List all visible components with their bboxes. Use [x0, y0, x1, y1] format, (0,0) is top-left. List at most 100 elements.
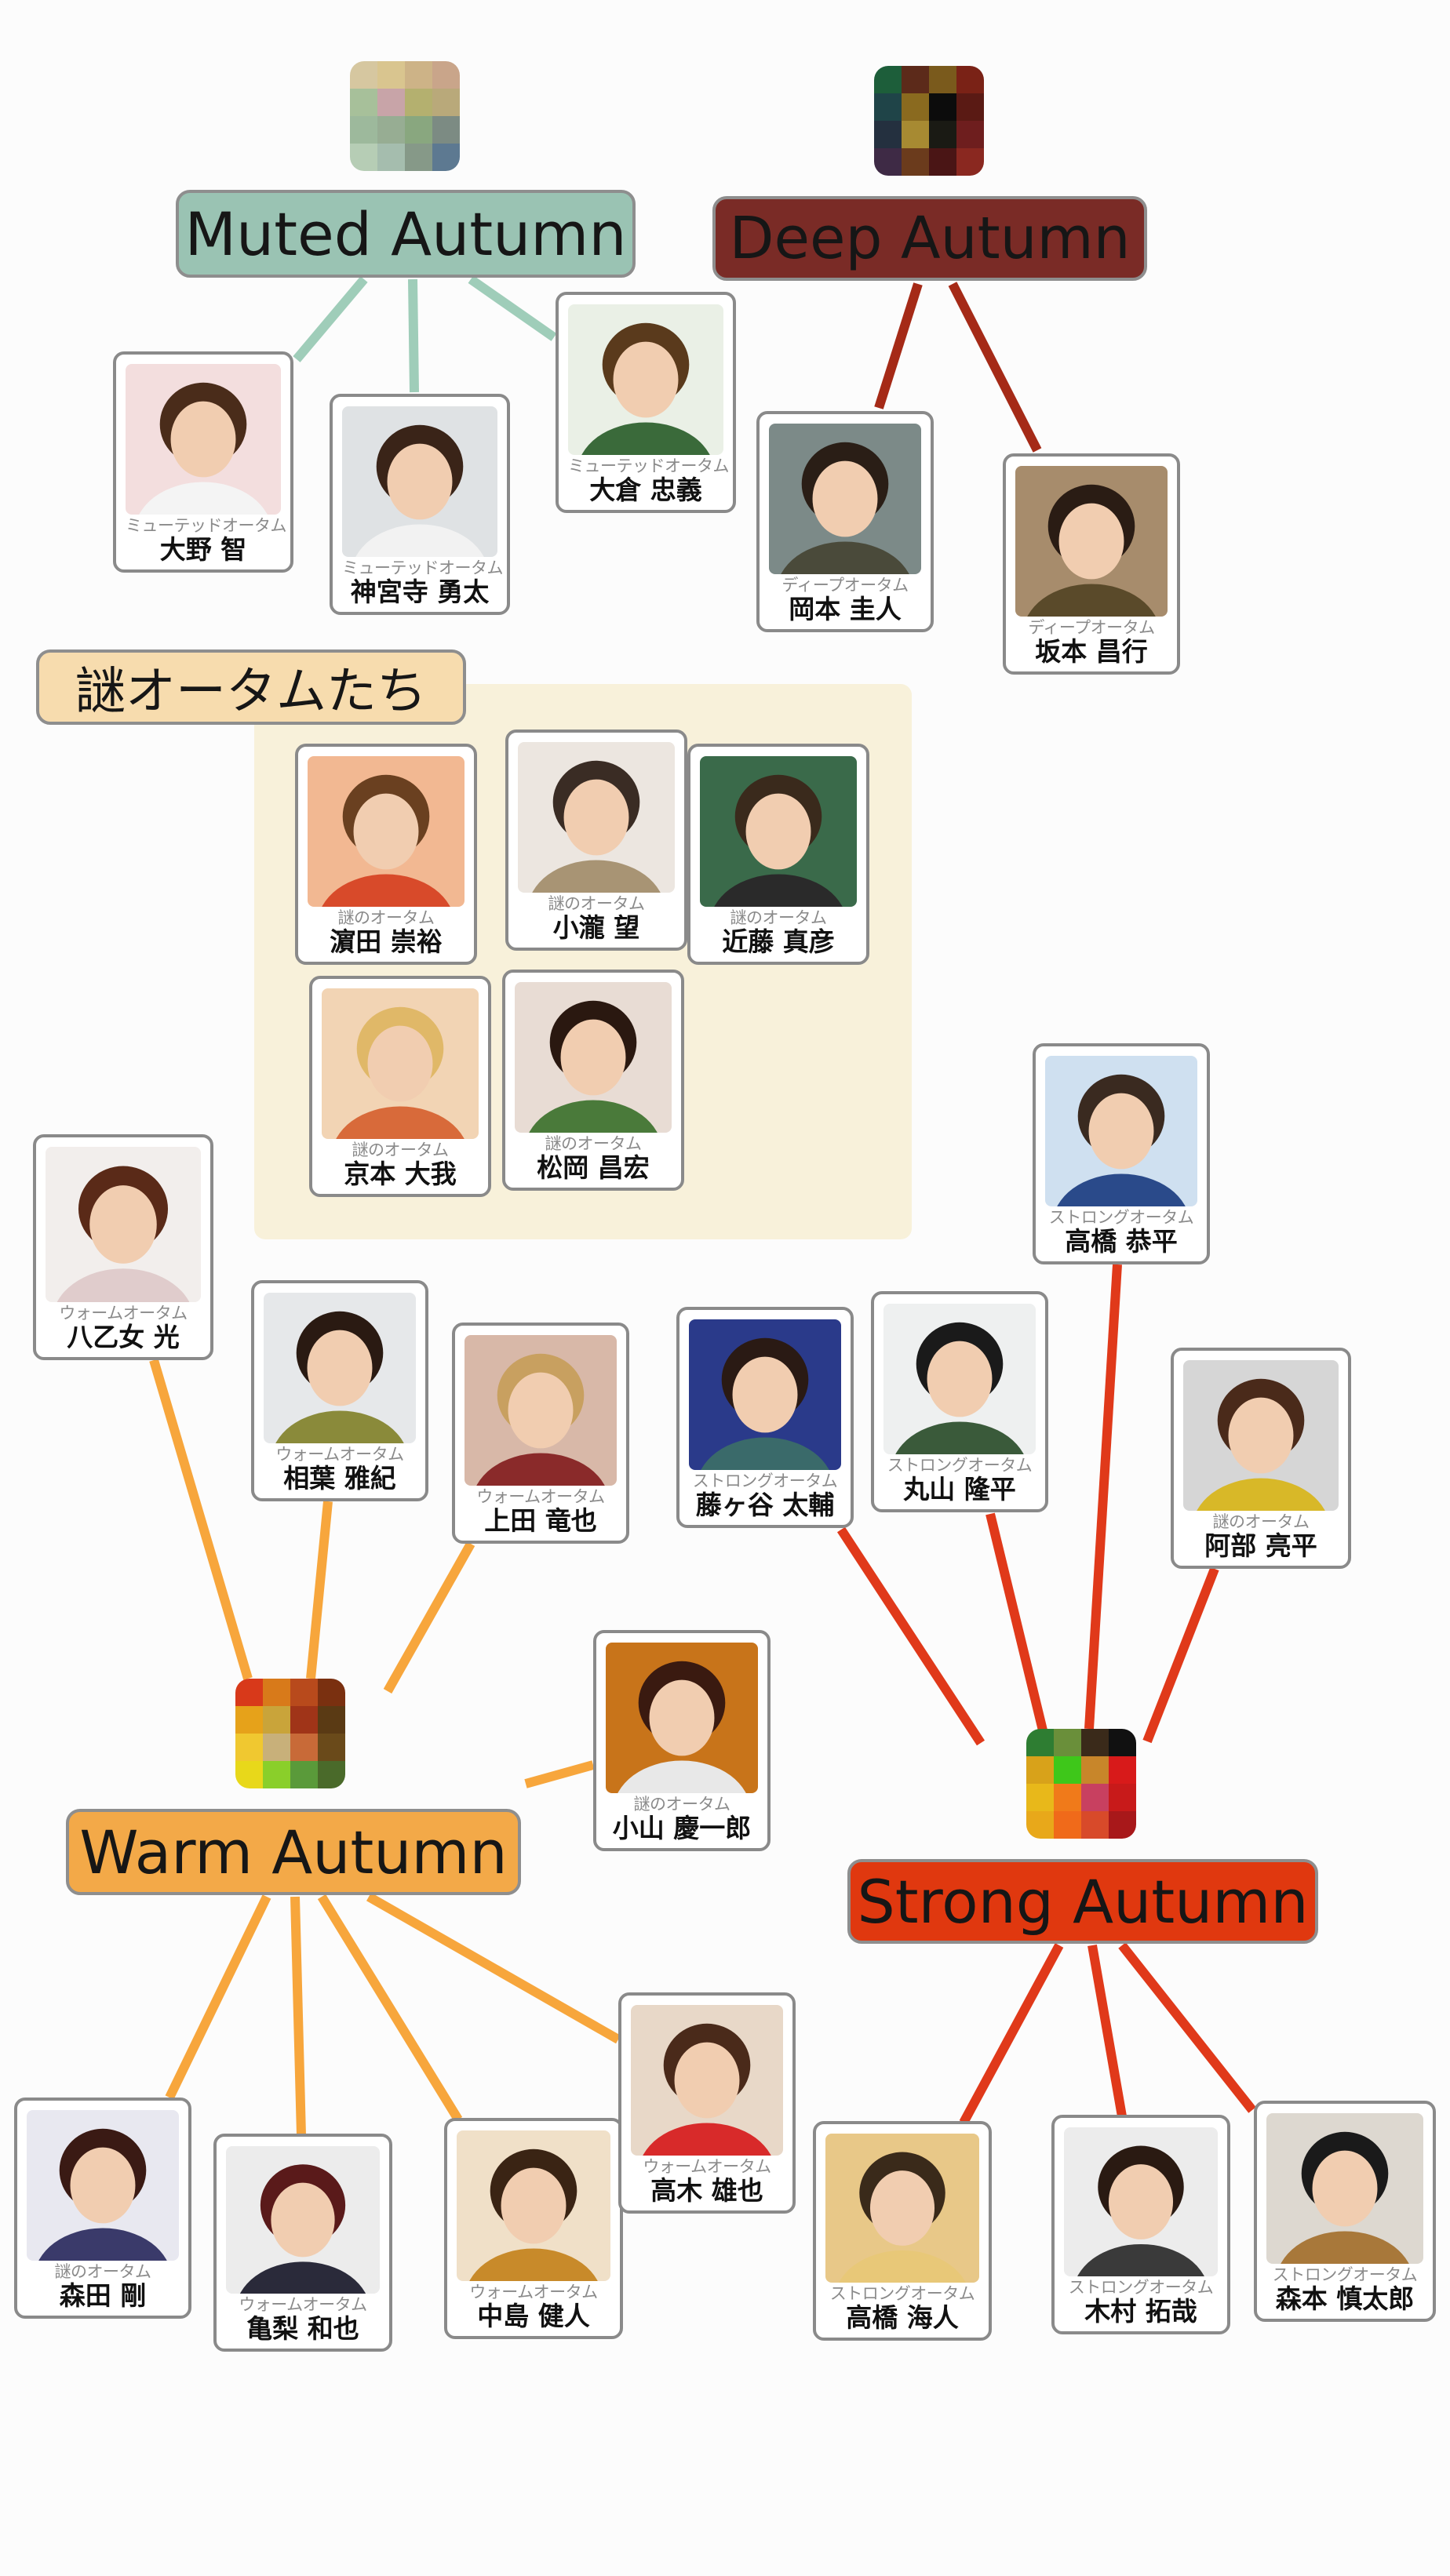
member-card: ウォームオータム中島 健人	[444, 2118, 623, 2339]
strong-autumn-label: Strong Autumn	[847, 1859, 1318, 1944]
member-card: ウォームオータム亀梨 和也	[213, 2134, 392, 2352]
member-name: 相葉 雅紀	[283, 1463, 396, 1494]
swatch-cell	[318, 1706, 345, 1734]
member-card: 謎のオータム近藤 真彦	[687, 744, 869, 965]
warm-connector	[165, 1894, 271, 2100]
swatch-cell	[874, 121, 902, 148]
member-photo	[568, 304, 723, 455]
swatch-cell	[290, 1706, 318, 1734]
strong-connector	[959, 1943, 1064, 2125]
swatch-cell	[929, 121, 956, 148]
portrait-icon	[1197, 1378, 1325, 1511]
strong-connector	[836, 1526, 985, 1746]
member-photo	[46, 1147, 201, 1302]
member-photo	[1015, 466, 1168, 617]
member-name: 濵田 崇裕	[330, 926, 443, 957]
portrait-icon	[469, 2148, 598, 2281]
member-card: ディープオータム岡本 圭人	[756, 411, 934, 632]
strong-autumn-swatch	[1026, 1729, 1136, 1839]
member-card: ミューテッドオータム大倉 忠義	[556, 292, 736, 513]
swatch-cell	[902, 93, 929, 121]
swatch-cell	[350, 144, 377, 171]
swatch-cell	[1109, 1811, 1136, 1839]
portrait-icon	[38, 2128, 167, 2261]
swatch-cell	[405, 89, 432, 116]
swatch-cell	[956, 121, 984, 148]
member-caption: ストロングオータム	[829, 2284, 975, 2303]
muted-connector	[408, 278, 419, 393]
member-photo	[1045, 1056, 1197, 1206]
member-name: 亀梨 和也	[246, 2313, 359, 2344]
swatch-cell	[350, 89, 377, 116]
swatch-cell	[377, 116, 405, 144]
swatch-cell	[432, 61, 460, 89]
member-name: 坂本 昌行	[1035, 636, 1148, 667]
member-photo	[465, 1335, 617, 1486]
muted-connector	[293, 276, 368, 362]
portrait-icon	[618, 1661, 746, 1793]
member-caption: 謎のオータム	[1212, 1512, 1310, 1531]
warm-connector	[149, 1359, 253, 1680]
member-name: 小山 慶一郎	[612, 1813, 752, 1843]
swatch-cell	[318, 1734, 345, 1761]
warm-autumn-swatch	[235, 1679, 345, 1788]
member-caption: ミューテッドオータム	[126, 516, 287, 535]
portrait-icon	[839, 2152, 966, 2283]
swatch-cell	[1026, 1756, 1054, 1784]
member-photo	[1183, 1360, 1339, 1511]
deep-autumn-label: Deep Autumn	[712, 196, 1147, 281]
member-caption: ストロングオータム	[1272, 2265, 1418, 2284]
swatch-cell	[405, 144, 432, 171]
member-caption: ウォームオータム	[59, 1304, 188, 1323]
swatch-cell	[1054, 1811, 1081, 1839]
swatch-cell	[377, 144, 405, 171]
portrait-icon	[781, 442, 909, 574]
member-photo	[689, 1319, 841, 1470]
member-caption: ウォームオータム	[643, 2157, 771, 2176]
swatch-cell	[956, 93, 984, 121]
member-card: ウォームオータム相葉 雅紀	[251, 1280, 428, 1501]
member-caption: 謎のオータム	[548, 894, 646, 913]
portrait-icon	[139, 382, 268, 515]
member-name: 神宮寺 勇太	[350, 577, 490, 607]
swatch-cell	[1081, 1729, 1109, 1756]
member-name: 岡本 圭人	[789, 594, 902, 624]
member-card: 謎のオータム京本 大我	[309, 976, 491, 1197]
member-card: 謎のオータム阿部 亮平	[1171, 1348, 1351, 1569]
portrait-icon	[1077, 2145, 1204, 2276]
strong-connector	[1084, 1264, 1122, 1730]
member-card: 謎のオータム小山 慶一郎	[593, 1630, 771, 1851]
member-caption: 謎のオータム	[730, 908, 828, 927]
member-card: ストロングオータム丸山 隆平	[871, 1291, 1048, 1512]
member-name: 八乙女 光	[67, 1322, 180, 1352]
member-name: 森本 慎太郎	[1275, 2283, 1415, 2314]
member-caption: 謎のオータム	[545, 1134, 643, 1153]
warm-connector	[383, 1541, 475, 1694]
warm-connector	[290, 1896, 306, 2136]
swatch-cell	[377, 89, 405, 116]
warm-connector	[306, 1501, 333, 1679]
member-name: 大倉 忠義	[589, 475, 702, 505]
portrait-icon	[336, 1006, 465, 1139]
muted-autumn-swatch	[350, 61, 460, 171]
swatch-cell	[235, 1706, 263, 1734]
member-photo	[825, 2134, 979, 2283]
member-caption: ストロングオータム	[1048, 1208, 1194, 1227]
swatch-cell	[263, 1706, 290, 1734]
swatch-cell	[1081, 1784, 1109, 1811]
member-photo	[27, 2110, 179, 2261]
swatch-cell	[263, 1761, 290, 1788]
swatch-cell	[1026, 1811, 1054, 1839]
member-name: 森田 剛	[59, 2280, 147, 2311]
swatch-cell	[350, 116, 377, 144]
deep-autumn-swatch	[874, 66, 984, 176]
warm-connector	[524, 1760, 595, 1788]
swatch-cell	[1109, 1784, 1136, 1811]
portrait-icon	[714, 774, 843, 907]
member-card: ウォームオータム八乙女 光	[33, 1134, 213, 1360]
swatch-cell	[1026, 1784, 1054, 1811]
swatch-cell	[263, 1734, 290, 1761]
swatch-cell	[432, 116, 460, 144]
member-card: ディープオータム坂本 昌行	[1003, 453, 1180, 675]
